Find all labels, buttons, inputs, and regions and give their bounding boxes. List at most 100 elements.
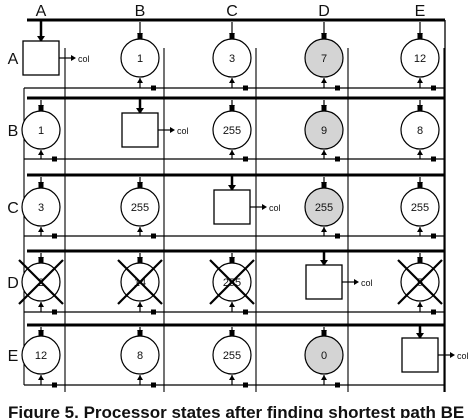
node-return-arrow-2-0 xyxy=(38,227,44,232)
node-return-arrow-4-0 xyxy=(38,375,44,380)
row-label-d: D xyxy=(7,275,19,292)
node-value-4-1: 8 xyxy=(137,350,143,362)
node-top-tap-0-3 xyxy=(321,34,327,39)
pivot-port-arrow-4 xyxy=(450,352,455,358)
pivot-port-arrow-0 xyxy=(71,55,76,61)
pivot-arrow-3 xyxy=(320,260,328,266)
pivot-port-arrow-2 xyxy=(262,204,267,210)
column-label-c: C xyxy=(226,3,238,20)
node-value-2-0: 3 xyxy=(38,202,44,214)
node-top-tap-2-0 xyxy=(38,183,44,188)
node-return-arrow-1-3 xyxy=(321,150,327,155)
node-return-arrow-1-0 xyxy=(38,150,44,155)
node-return-arrow-1-4 xyxy=(417,150,423,155)
node-return-arrow-0-2 xyxy=(229,78,235,83)
node-value-0-1: 1 xyxy=(137,53,143,65)
node-return-arrow-4-1 xyxy=(137,375,143,380)
bus-tap-0-2 xyxy=(243,85,248,91)
node-top-tap-4-3 xyxy=(321,331,327,336)
pivot-port-arrow-3 xyxy=(354,279,359,285)
column-lines xyxy=(23,20,446,392)
node-top-tap-0-1 xyxy=(137,34,143,39)
node-value-2-3: 255 xyxy=(315,202,333,214)
pivot-arrow-1 xyxy=(136,108,144,114)
node-return-arrow-2-4 xyxy=(417,227,423,232)
bus-tap-4-0 xyxy=(52,382,57,388)
port-label: col xyxy=(361,278,373,288)
bus-tap-3-4 xyxy=(431,309,436,315)
row-buses xyxy=(24,18,445,388)
node-return-arrow-3-4 xyxy=(417,302,423,307)
pivot-arrow-0 xyxy=(37,36,45,42)
port-label: col xyxy=(177,126,189,136)
row-label-c: C xyxy=(7,200,19,217)
node-top-tap-3-4 xyxy=(417,258,423,263)
node-top-tap-3-0 xyxy=(38,258,44,263)
node-top-tap-1-3 xyxy=(321,106,327,111)
node-return-arrow-3-0 xyxy=(38,302,44,307)
bus-tap-2-0 xyxy=(52,233,57,239)
cross-mark-b-2 xyxy=(209,259,255,305)
node-top-tap-4-2 xyxy=(229,331,235,336)
node-top-tap-2-3 xyxy=(321,183,327,188)
port-label: col xyxy=(269,203,281,213)
node-top-tap-1-4 xyxy=(417,106,423,111)
bus-tap-4-3 xyxy=(335,382,340,388)
bus-tap-3-1 xyxy=(151,309,156,315)
row-label-b: B xyxy=(8,123,19,140)
bus-tap-4-2 xyxy=(243,382,248,388)
bus-tap-1-2 xyxy=(243,156,248,162)
node-value-4-2: 255 xyxy=(223,350,241,362)
pivot-box-1 xyxy=(121,112,159,148)
pivot-box-0 xyxy=(22,40,60,76)
bus-tap-4-1 xyxy=(151,382,156,388)
node-return-arrow-0-1 xyxy=(137,78,143,83)
node-top-tap-0-2 xyxy=(229,34,235,39)
bus-tap-0-3 xyxy=(335,85,340,91)
column-label-d: D xyxy=(318,3,330,20)
bus-tap-0-4 xyxy=(431,85,436,91)
pivot-box-2 xyxy=(213,189,251,225)
node-top-tap-3-1 xyxy=(137,258,143,263)
pivot-box-3 xyxy=(305,264,343,300)
node-return-arrow-4-3 xyxy=(321,375,327,380)
node-top-tap-3-2 xyxy=(229,258,235,263)
node-value-0-2: 3 xyxy=(229,53,235,65)
port-label: col xyxy=(78,54,90,64)
bus-tap-3-0 xyxy=(52,309,57,315)
node-return-arrow-1-2 xyxy=(229,150,235,155)
node-value-1-2: 255 xyxy=(223,125,241,137)
node-value-4-3: 0 xyxy=(321,350,327,362)
node-value-0-4: 12 xyxy=(414,53,426,65)
node-value-1-3: 9 xyxy=(321,125,327,137)
node-top-tap-2-4 xyxy=(417,183,423,188)
row-labels: A B C D E xyxy=(7,51,19,365)
bus-tap-2-4 xyxy=(431,233,436,239)
node-return-arrow-4-2 xyxy=(229,375,235,380)
processor-cells: col137121col255983255col255255214255col5… xyxy=(18,34,469,375)
row-label-e: E xyxy=(8,348,19,365)
node-return-arrow-0-4 xyxy=(417,78,423,83)
pivot-port-arrow-1 xyxy=(170,127,175,133)
node-return-arrow-3-1 xyxy=(137,302,143,307)
node-top-tap-0-4 xyxy=(417,34,423,39)
node-value-4-0: 12 xyxy=(35,350,47,362)
bus-tap-2-3 xyxy=(335,233,340,239)
node-top-tap-4-1 xyxy=(137,331,143,336)
column-label-e: E xyxy=(415,3,426,20)
node-top-tap-2-1 xyxy=(137,183,143,188)
row-label-a: A xyxy=(8,51,19,68)
node-value-2-4: 255 xyxy=(411,202,429,214)
port-label: col xyxy=(457,351,469,361)
node-return-arrow-2-3 xyxy=(321,227,327,232)
bus-tap-3-2 xyxy=(243,309,248,315)
node-value-2-1: 255 xyxy=(131,202,149,214)
bus-tap-0-1 xyxy=(151,85,156,91)
bus-tap-1-0 xyxy=(52,156,57,162)
node-value-0-3: 7 xyxy=(321,53,327,65)
column-label-b: B xyxy=(135,3,146,20)
cross-mark-b-4 xyxy=(397,259,443,305)
bus-tap-1-4 xyxy=(431,156,436,162)
pivot-arrow-2 xyxy=(228,185,236,191)
